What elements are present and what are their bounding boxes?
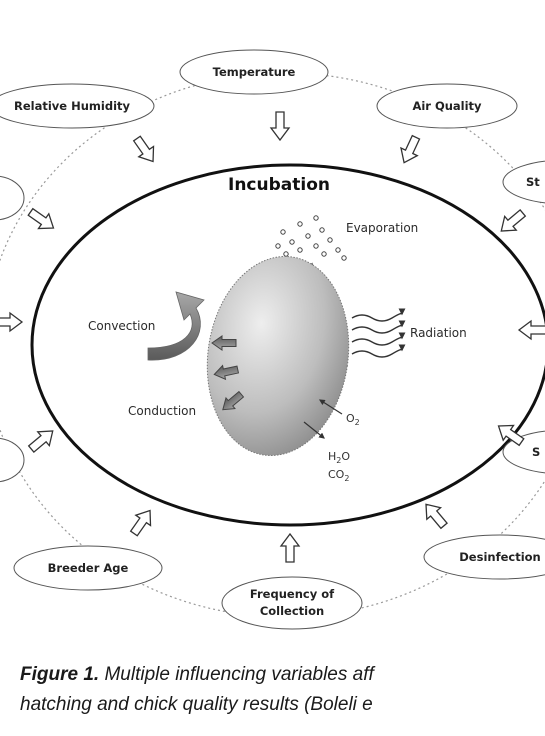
arrow-frequency — [279, 532, 301, 563]
conduction-label: Conduction — [128, 404, 196, 418]
caption-figure-label: Figure 1. — [20, 664, 100, 685]
factor-desinfection: Desinfection — [423, 534, 545, 580]
incubation-title: Incubation — [228, 175, 330, 195]
gas-exchange-arrows — [303, 399, 343, 439]
conduction-arrows — [211, 335, 245, 411]
evaporation-droplets — [275, 215, 347, 261]
caption-line-2: hatching and chick quality results (Bole… — [20, 694, 373, 715]
caption-line-1-text: Multiple influencing variables aff — [99, 664, 374, 685]
factor-relative-humidity: Relative Humidity — [0, 83, 155, 129]
factor-air-quality-label: Air Quality — [412, 99, 482, 113]
arrow-air-quality — [400, 134, 421, 164]
convection-arrow — [147, 291, 205, 361]
caption-line-1: Figure 1. Multiple influencing variables… — [20, 660, 545, 690]
factor-right-upper: St — [502, 160, 545, 204]
figure-caption: Figure 1. Multiple influencing variables… — [20, 660, 545, 720]
arrow-left-upper — [27, 207, 55, 230]
convection-label: Convection — [88, 319, 155, 333]
factor-breeder-age-label: Breeder Age — [48, 561, 129, 575]
arrow-left-middle — [0, 311, 24, 333]
arrow-temperature — [269, 111, 291, 142]
factor-frequency-of-collection: Frequency of Collection — [221, 576, 363, 630]
arrow-right-lower — [497, 424, 525, 447]
arrow-left-lower — [27, 430, 54, 453]
factor-left-upper — [0, 175, 25, 221]
evaporation-label: Evaporation — [346, 221, 418, 235]
radiation-arrows — [351, 308, 406, 358]
arrow-relative-humidity — [132, 135, 155, 163]
factor-left-lower — [0, 437, 25, 483]
radiation-label: Radiation — [410, 326, 467, 340]
egg — [206, 255, 350, 457]
factor-temperature: Temperature — [179, 49, 329, 95]
factor-frequency-label-1: Frequency of — [250, 587, 335, 601]
factor-desinfection-label: Desinfection — [459, 550, 540, 564]
incubation-diagram: Temperature Relative Humidity Air Qualit… — [0, 49, 545, 630]
arrow-desinfection — [425, 503, 448, 530]
factor-right-lower-label: S — [532, 445, 540, 459]
carbon-dioxide-label: CO2 — [328, 468, 349, 483]
factor-right-upper-label: St — [526, 175, 540, 189]
arrow-breeder-age — [129, 509, 152, 537]
water-label: H2O — [328, 450, 350, 465]
arrow-right-middle — [517, 319, 545, 341]
arrow-right-upper — [500, 209, 527, 232]
oxygen-label: O2 — [346, 412, 360, 427]
factor-breeder-age: Breeder Age — [13, 545, 163, 591]
factor-relative-humidity-label: Relative Humidity — [14, 99, 131, 113]
factor-air-quality: Air Quality — [376, 83, 518, 129]
factor-temperature-label: Temperature — [213, 65, 296, 79]
factor-frequency-label-2: Collection — [260, 604, 324, 618]
